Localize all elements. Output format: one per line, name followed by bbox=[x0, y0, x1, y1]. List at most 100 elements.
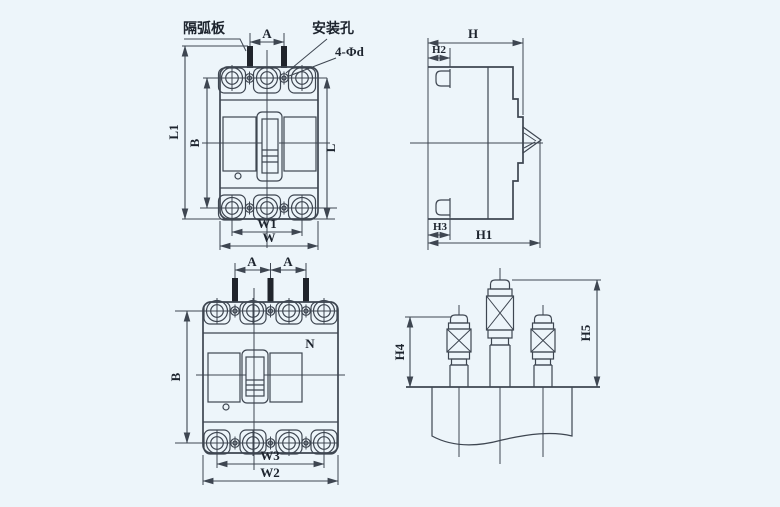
dim-H5: H5 bbox=[512, 279, 601, 388]
dim-B-three-pole: B bbox=[187, 77, 211, 209]
dim-W1: W1 bbox=[231, 212, 303, 236]
hole-spec-callout: 4-Φd bbox=[288, 44, 365, 77]
arc-barrier-plate bbox=[247, 46, 253, 68]
dim-label-w3: W3 bbox=[260, 448, 280, 463]
arc-barrier-plate bbox=[303, 278, 309, 302]
dim-H1: H1 bbox=[427, 141, 541, 248]
dim-label-h5: H5 bbox=[578, 324, 593, 341]
bolt-neck bbox=[490, 337, 510, 346]
toggle-handle bbox=[245, 356, 265, 397]
arc-barrier-plate bbox=[281, 46, 287, 68]
arc-barrier-leader-line bbox=[184, 38, 247, 52]
pole-window bbox=[207, 352, 241, 403]
bolt-neck bbox=[534, 358, 552, 366]
dim-W2: W2 bbox=[202, 455, 339, 485]
cover-seam-lines bbox=[203, 332, 338, 423]
bolt-cap bbox=[489, 279, 511, 290]
bolt-axis-lines bbox=[458, 387, 544, 464]
terminal-screw-icon bbox=[275, 429, 303, 457]
dim-label-l1: L1 bbox=[166, 124, 181, 139]
terminal-bolt-right bbox=[530, 305, 556, 387]
arc-barrier-label: 隔弧板 bbox=[183, 20, 226, 37]
dim-label-h1: H1 bbox=[476, 227, 493, 242]
test-button bbox=[222, 403, 230, 411]
toggle-grip-lines bbox=[262, 149, 278, 163]
extension-lines bbox=[182, 45, 337, 220]
view-three-pole-front: 隔弧板 安装孔 4-Φd A bbox=[166, 20, 365, 250]
bolt-stud bbox=[449, 364, 469, 387]
dim-label-a2: A bbox=[283, 254, 293, 269]
view-side: H H2 H3 H1 bbox=[410, 26, 543, 250]
bolt-cross-lines bbox=[446, 328, 472, 353]
dim-H4: H4 bbox=[392, 316, 451, 388]
neutral-pole-label: N bbox=[305, 336, 315, 351]
dim-label-b: B bbox=[168, 372, 183, 381]
bolt-cap bbox=[533, 314, 553, 324]
pole-window bbox=[283, 116, 317, 172]
arc-barrier-plate bbox=[267, 278, 274, 302]
arc-barrier-callout: 隔弧板 bbox=[183, 20, 247, 52]
handle-hatch-lines bbox=[523, 132, 537, 149]
dim-H: H bbox=[427, 26, 524, 115]
extension-lines bbox=[175, 310, 338, 444]
dim-label-w1: W1 bbox=[257, 216, 277, 231]
test-button bbox=[234, 172, 242, 180]
body-break-outline bbox=[431, 387, 573, 446]
dim-label-a: A bbox=[262, 26, 272, 41]
dim-L: L bbox=[323, 77, 338, 220]
dim-label-b: B bbox=[187, 138, 202, 147]
terminal-bolt-center bbox=[485, 268, 515, 387]
bolt-stud bbox=[533, 364, 553, 387]
bolt-lower-flange bbox=[487, 329, 513, 339]
terminal-bolt-left bbox=[446, 305, 472, 387]
toggle-recess bbox=[256, 111, 283, 182]
dim-A-four-pole: A A bbox=[234, 254, 307, 278]
toggle-grip-lines bbox=[246, 379, 264, 391]
bolt-flange bbox=[487, 288, 513, 297]
terminal-screw-icon bbox=[288, 64, 316, 92]
toggle-handle bbox=[261, 118, 279, 174]
top-terminal-row bbox=[203, 297, 338, 325]
dim-label-h2: H2 bbox=[432, 44, 447, 56]
front-face-details: N bbox=[207, 336, 315, 411]
handle-wedge bbox=[522, 125, 543, 155]
breaker-body bbox=[202, 301, 339, 454]
bolt-flange bbox=[447, 322, 471, 330]
dim-label-h: H bbox=[468, 26, 478, 41]
screw-head-side bbox=[435, 70, 450, 87]
pole-window bbox=[222, 116, 257, 172]
dim-label-w2: W2 bbox=[260, 465, 280, 480]
bolt-lower-flange bbox=[447, 351, 471, 360]
dim-label-h4: H4 bbox=[392, 343, 407, 360]
top-terminal-row bbox=[217, 64, 317, 94]
terminal-screw-icon bbox=[253, 64, 281, 92]
bolt-flange bbox=[531, 322, 555, 330]
bolt-neck bbox=[450, 358, 468, 366]
dim-A-three-pole: A bbox=[249, 26, 285, 46]
front-face-details bbox=[222, 111, 317, 182]
cover-seam-lines bbox=[220, 99, 318, 189]
screw-head-side bbox=[435, 199, 450, 216]
dim-H2: H2 bbox=[427, 44, 451, 67]
pole-window bbox=[269, 352, 303, 403]
hole-spec-label: 4-Φd bbox=[335, 44, 365, 59]
bolt-cap bbox=[449, 314, 469, 324]
view-terminal-detail: H4 H5 bbox=[392, 268, 601, 464]
arc-barrier-plate bbox=[232, 278, 238, 302]
dim-label-l: L bbox=[323, 143, 338, 152]
dim-W: W bbox=[219, 221, 319, 250]
dim-label-h3: H3 bbox=[433, 221, 448, 233]
toggle-handle-side bbox=[522, 125, 543, 155]
dim-W3: W3 bbox=[216, 448, 325, 468]
dim-label-a1: A bbox=[247, 254, 257, 269]
bolt-cross-lines bbox=[486, 295, 514, 331]
toggle-recess bbox=[241, 349, 269, 404]
bolt-cross-lines bbox=[530, 328, 556, 353]
bolt-stud bbox=[489, 344, 511, 387]
dim-L1: L1 bbox=[166, 45, 189, 220]
bolt-lower-flange bbox=[531, 351, 555, 360]
dim-label-w: W bbox=[263, 230, 276, 245]
view-four-pole-front: A A bbox=[168, 254, 345, 485]
